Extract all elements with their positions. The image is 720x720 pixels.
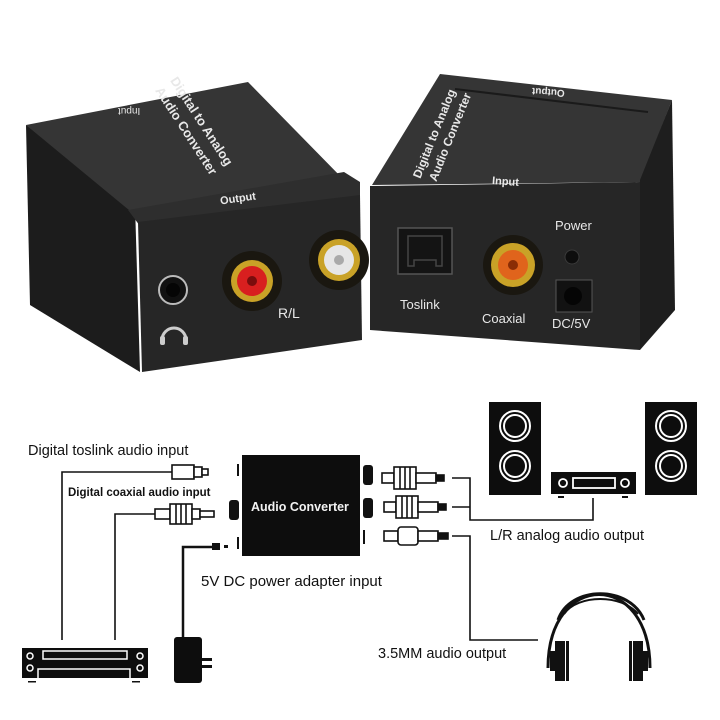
headphone-glyph-icon bbox=[160, 326, 188, 341]
toslink-input-label: Digital toslink audio input bbox=[28, 443, 189, 459]
left-converter-unit bbox=[26, 82, 369, 372]
right-unit-input-label: Input bbox=[491, 175, 520, 189]
lr-output-label: L/R analog audio output bbox=[490, 528, 644, 544]
headphone-output-label: 3.5MM audio output bbox=[378, 646, 507, 662]
dc-5v-label: DC/5V bbox=[552, 316, 591, 331]
power-input-label: 5V DC power adapter input bbox=[201, 573, 382, 590]
toslink-port bbox=[397, 227, 453, 275]
left-unit-rl-label: R/L bbox=[278, 305, 300, 321]
left-unit-input-label: Input bbox=[118, 105, 141, 116]
power-label: Power bbox=[555, 218, 592, 233]
toslink-label: Toslink bbox=[400, 297, 440, 312]
diagram-converter-label: Audio Converter bbox=[251, 500, 349, 514]
coaxial-label: Coaxial bbox=[482, 311, 526, 326]
right-unit-output-label: Output bbox=[531, 84, 566, 99]
power-led bbox=[564, 249, 580, 265]
right-converter-unit bbox=[370, 74, 675, 350]
coaxial-input-label: Digital coaxial audio input bbox=[68, 487, 211, 499]
